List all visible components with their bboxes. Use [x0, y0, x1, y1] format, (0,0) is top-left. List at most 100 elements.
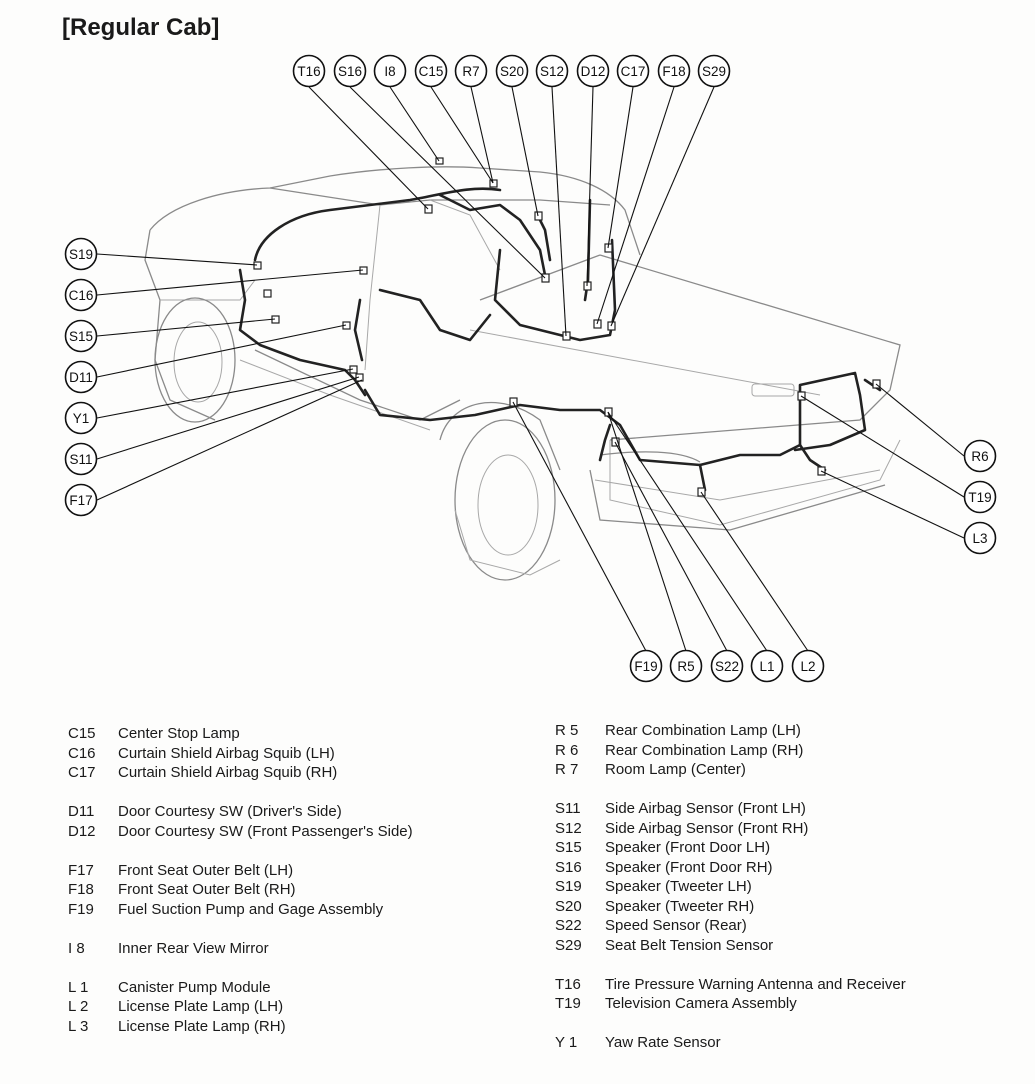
- callout-D11[interactable]: D11: [64, 360, 98, 394]
- svg-text:L1: L1: [759, 659, 774, 674]
- legend-code: S29: [555, 936, 582, 954]
- legend-label: Fuel Suction Pump and Gage Assembly: [118, 900, 384, 918]
- legend-code: I 8: [68, 939, 85, 957]
- legend-code: S19: [555, 878, 582, 895]
- callout-S19[interactable]: S19: [64, 237, 98, 271]
- svg-text:R6: R6: [971, 449, 988, 464]
- legend-code: Y 1: [555, 1034, 578, 1051]
- legend-label: Door Courtesy SW (Driver's Side): [118, 803, 342, 820]
- legend-label: Speed Sensor (Rear): [605, 917, 747, 934]
- page-title: [Regular Cab]: [62, 14, 220, 41]
- wire-harness: [238, 187, 882, 492]
- legend-row: L 3 License Plate Lamp (RH): [68, 1017, 413, 1037]
- callout-Y1[interactable]: Y1: [64, 401, 98, 435]
- legend-label: License Plate Lamp (LH): [118, 998, 284, 1015]
- legend-code: L 1: [68, 978, 89, 996]
- legend-label: License Plate Lamp (RH): [118, 1017, 286, 1035]
- legend-label: Curtain Shield Airbag Squib (LH): [118, 744, 335, 762]
- legend-label: Speaker (Tweeter LH): [605, 878, 752, 895]
- legend-code: S12: [555, 819, 582, 837]
- callout-C16[interactable]: C16: [64, 278, 98, 312]
- callout-F19[interactable]: F19: [629, 649, 663, 683]
- legend-label: Canister Pump Module: [118, 978, 271, 996]
- callout-C17[interactable]: C17: [616, 54, 650, 88]
- callout-L1[interactable]: L1: [750, 649, 784, 683]
- callout-F18[interactable]: F18: [657, 54, 691, 88]
- callout-I8[interactable]: I8: [373, 54, 407, 88]
- callout-S16[interactable]: S16: [333, 54, 367, 88]
- svg-text:S15: S15: [69, 329, 93, 344]
- callout-D12[interactable]: D12: [576, 54, 610, 88]
- legend-code: L 3: [68, 1017, 89, 1035]
- truck-outline: [144, 166, 901, 581]
- callout-R5[interactable]: R5: [669, 649, 703, 683]
- leader-lines: [96, 86, 965, 652]
- svg-text:C15: C15: [419, 64, 444, 79]
- legend-row: L 1 Canister Pump Module: [68, 978, 413, 998]
- callout-S11[interactable]: S11: [64, 442, 98, 476]
- legend-code: C16: [68, 744, 96, 762]
- legend-row: S19 Speaker (Tweeter LH): [555, 877, 906, 897]
- callout-S15[interactable]: S15: [64, 319, 98, 353]
- callout-S22[interactable]: S22: [710, 649, 744, 683]
- legend-code: R 7: [555, 761, 579, 778]
- svg-text:S20: S20: [500, 64, 524, 79]
- callout-L2[interactable]: L2: [791, 649, 825, 683]
- callout-S29[interactable]: S29: [697, 54, 731, 88]
- legend-code: F17: [68, 861, 94, 879]
- callout-R7[interactable]: R7: [454, 54, 488, 88]
- svg-text:R7: R7: [462, 64, 479, 79]
- callout-F17[interactable]: F17: [64, 483, 98, 517]
- callout-S12[interactable]: S12: [535, 54, 569, 88]
- legend-code: S11: [555, 800, 581, 817]
- legend-code: R 5: [555, 722, 579, 739]
- legend-code: F18: [68, 881, 94, 898]
- legend-code: S15: [555, 839, 582, 856]
- callout-T19[interactable]: T19: [963, 480, 997, 514]
- legend-label: Door Courtesy SW (Front Passenger's Side…: [118, 822, 413, 840]
- legend-label: Rear Combination Lamp (RH): [605, 741, 804, 759]
- legend-code: D12: [68, 822, 96, 840]
- callout-L3[interactable]: L3: [963, 521, 997, 555]
- svg-text:Y1: Y1: [73, 411, 90, 426]
- legend-code: F19: [68, 900, 94, 918]
- svg-text:L3: L3: [972, 531, 987, 546]
- legend-group-l: L 1 Canister Pump Module L 2 License Plate…: [68, 978, 413, 1037]
- legend-row: T19 Television Camera Assembly: [555, 994, 906, 1014]
- callout-C15[interactable]: C15: [414, 54, 448, 88]
- svg-text:R5: R5: [677, 659, 694, 674]
- callouts: T16 S16 I8 C15 R7 S20 S12 D12 C17 F18 S2…: [64, 54, 997, 683]
- svg-text:F17: F17: [69, 493, 92, 508]
- callout-S20[interactable]: S20: [495, 54, 529, 88]
- legend-code: S20: [555, 897, 582, 915]
- callout-R6[interactable]: R6: [963, 439, 997, 473]
- callout-T16[interactable]: T16: [292, 54, 326, 88]
- legend-code: C15: [68, 725, 96, 742]
- svg-text:S22: S22: [715, 659, 739, 674]
- svg-text:I8: I8: [384, 64, 395, 79]
- legend-label: Tire Pressure Warning Antenna and Receiv…: [605, 975, 906, 993]
- legend-code: L 2: [68, 998, 89, 1015]
- legend-row: L 2 License Plate Lamp (LH): [68, 997, 413, 1017]
- legend-code: T19: [555, 995, 581, 1012]
- legend-row: D12 Door Courtesy SW (Front Passenger's S…: [68, 822, 413, 842]
- svg-text:C16: C16: [69, 288, 94, 303]
- legend-label: Television Camera Assembly: [605, 995, 797, 1012]
